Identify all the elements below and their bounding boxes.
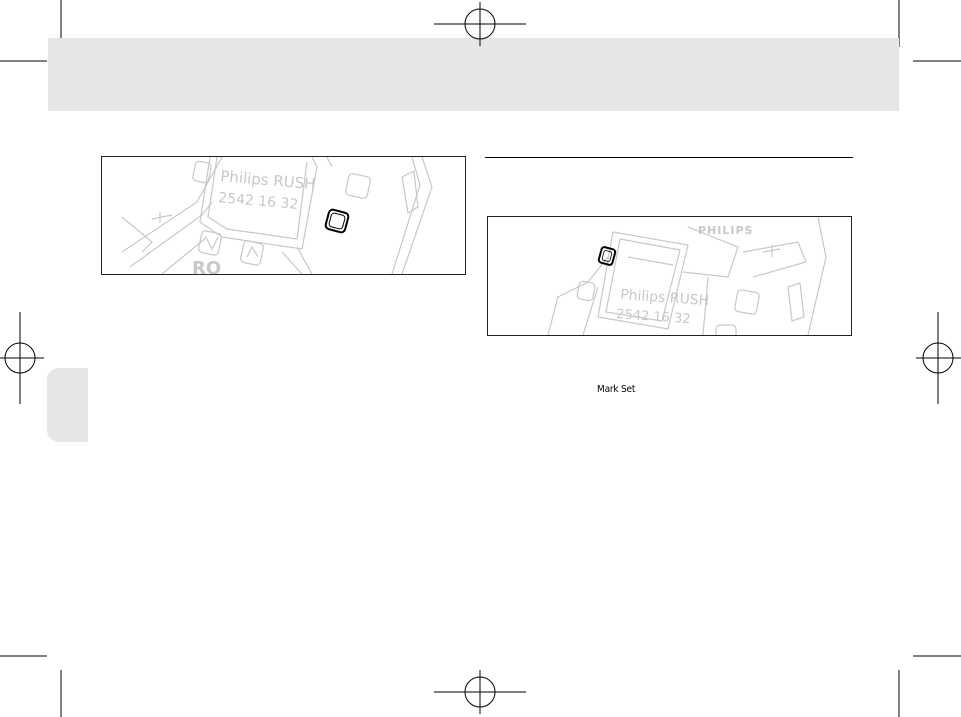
registration-target-top <box>434 2 526 46</box>
mark-set-label: Mark Set <box>597 384 636 395</box>
registration-target-bottom <box>434 670 526 714</box>
highlighted-button-icon <box>597 246 617 266</box>
side-tab <box>47 368 88 442</box>
lcd-line-2: 2542 16 32 <box>218 190 299 213</box>
device-illustration-2: PHILIPS Philips RUSH 2542 16 32 <box>487 216 852 336</box>
device-logo-text: RO <box>192 258 221 274</box>
lcd-line-2: 2542 16 32 <box>616 307 691 327</box>
registration-target-left <box>0 312 44 404</box>
device-drawing-1: Philips RUSH 2542 16 32 RO <box>121 157 433 274</box>
registration-target-right <box>916 312 961 404</box>
highlighted-button-icon <box>324 208 350 234</box>
brand-text: PHILIPS <box>698 224 753 237</box>
device-illustration-1: Philips RUSH 2542 16 32 RO <box>101 156 466 275</box>
device-drawing-2: PHILIPS Philips RUSH 2542 16 32 <box>547 217 827 335</box>
lcd-line-1: Philips RUSH <box>220 167 317 193</box>
header-band <box>48 38 899 111</box>
section-rule <box>485 157 853 158</box>
lcd-line-1: Philips RUSH <box>620 287 710 309</box>
